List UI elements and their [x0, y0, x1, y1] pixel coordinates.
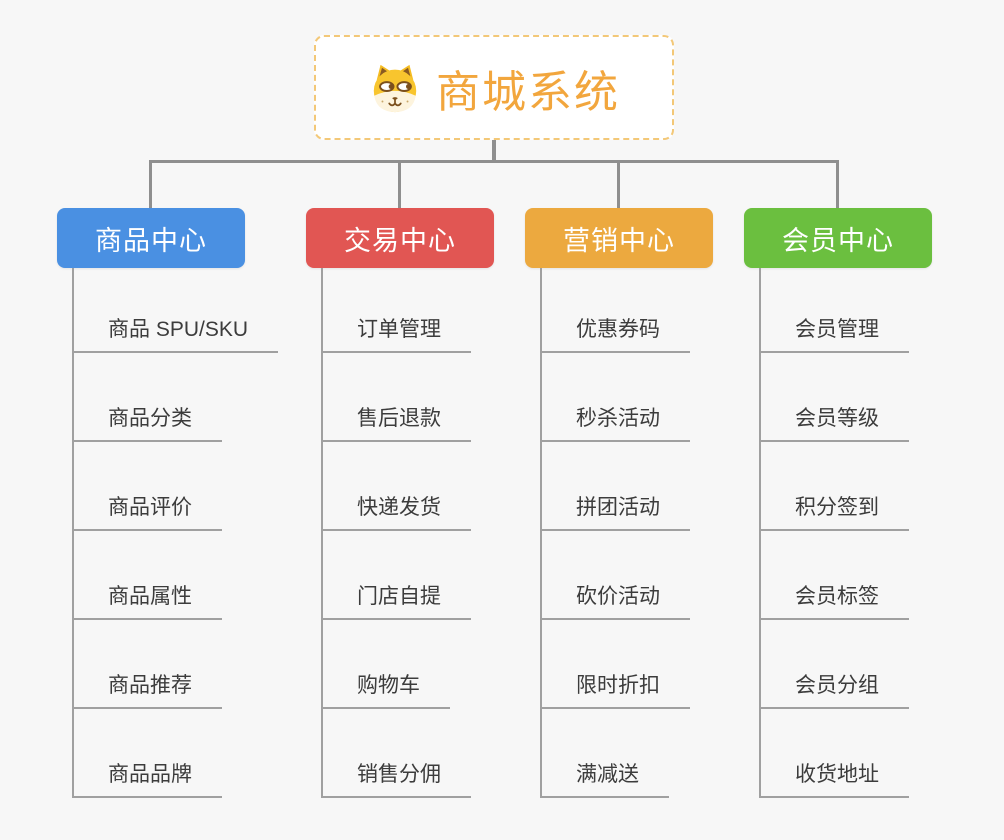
child-node-label[interactable]: 会员分组 [761, 669, 909, 709]
child-node: 订单管理 [323, 268, 556, 353]
branch-children-member: 会员管理 会员等级 积分签到 会员标签 会员分组 收货地址 [759, 268, 994, 798]
child-node-label[interactable]: 优惠券码 [542, 313, 690, 353]
child-node: 会员等级 [761, 353, 994, 442]
child-node: 门店自提 [323, 531, 556, 620]
branch-children-trade: 订单管理 售后退款 快递发货 门店自提 购物车 销售分佣 [321, 268, 556, 798]
child-node-label[interactable]: 购物车 [323, 669, 450, 709]
child-node-label[interactable]: 商品分类 [74, 402, 222, 442]
branch-node-member-center[interactable]: 会员中心 [744, 208, 932, 268]
branch-node-product-center[interactable]: 商品中心 [57, 208, 245, 268]
child-node-label[interactable]: 砍价活动 [542, 580, 690, 620]
branch-node-marketing-center[interactable]: 营销中心 [525, 208, 713, 268]
connector-drop-trade [398, 160, 401, 208]
connector-root-stem [492, 140, 496, 163]
child-node-label[interactable]: 拼团活动 [542, 491, 690, 531]
connector-drop-marketing [617, 160, 620, 208]
child-node: 购物车 [323, 620, 556, 709]
child-node-label[interactable]: 商品品牌 [74, 758, 222, 798]
child-node-label[interactable]: 商品属性 [74, 580, 222, 620]
child-node: 积分签到 [761, 442, 994, 531]
branch-label: 营销中心 [563, 225, 675, 256]
branch-label: 交易中心 [344, 225, 456, 256]
child-node-label[interactable]: 会员标签 [761, 580, 909, 620]
child-node: 拼团活动 [542, 442, 775, 531]
child-node-label[interactable]: 满减送 [542, 758, 669, 798]
child-node: 商品属性 [74, 531, 307, 620]
branch-children-marketing: 优惠券码 秒杀活动 拼团活动 砍价活动 限时折扣 满减送 [540, 268, 775, 798]
root-node[interactable]: 商城系统 [314, 35, 674, 140]
child-node: 商品分类 [74, 353, 307, 442]
child-node: 商品品牌 [74, 709, 307, 798]
branch-column-member: 会员中心 会员管理 会员等级 积分签到 会员标签 会员分组 收货地址 [744, 208, 994, 798]
child-node: 商品评价 [74, 442, 307, 531]
branch-column-product: 商品中心 商品 SPU/SKU 商品分类 商品评价 商品属性 商品推荐 商品品牌 [57, 208, 307, 798]
child-node: 秒杀活动 [542, 353, 775, 442]
child-node-label[interactable]: 商品推荐 [74, 669, 222, 709]
child-node: 会员标签 [761, 531, 994, 620]
child-node: 优惠券码 [542, 268, 775, 353]
child-node: 砍价活动 [542, 531, 775, 620]
branch-children-product: 商品 SPU/SKU 商品分类 商品评价 商品属性 商品推荐 商品品牌 [72, 268, 307, 798]
child-node: 售后退款 [323, 353, 556, 442]
child-node-label[interactable]: 快递发货 [323, 491, 471, 531]
child-node: 满减送 [542, 709, 775, 798]
branch-label: 商品中心 [95, 225, 207, 256]
connector-bus [149, 160, 839, 163]
child-node-label[interactable]: 商品评价 [74, 491, 222, 531]
branch-column-marketing: 营销中心 优惠券码 秒杀活动 拼团活动 砍价活动 限时折扣 满减送 [525, 208, 775, 798]
child-node: 快递发货 [323, 442, 556, 531]
connector-drop-product [149, 160, 152, 208]
child-node-label[interactable]: 门店自提 [323, 580, 471, 620]
child-node: 收货地址 [761, 709, 994, 798]
branch-node-trade-center[interactable]: 交易中心 [306, 208, 494, 268]
child-node-label[interactable]: 限时折扣 [542, 669, 690, 709]
child-node: 限时折扣 [542, 620, 775, 709]
shiba-dog-icon [373, 64, 417, 112]
child-node-label[interactable]: 订单管理 [323, 313, 471, 353]
child-node: 会员分组 [761, 620, 994, 709]
root-title: 商城系统 [436, 67, 620, 117]
child-node: 销售分佣 [323, 709, 556, 798]
child-node-label[interactable]: 销售分佣 [323, 758, 471, 798]
child-node: 商品 SPU/SKU [74, 268, 307, 353]
child-node-label[interactable]: 收货地址 [761, 758, 909, 798]
child-node-label[interactable]: 秒杀活动 [542, 402, 690, 442]
branch-label: 会员中心 [782, 225, 894, 256]
child-node-label[interactable]: 会员等级 [761, 402, 909, 442]
child-node-label[interactable]: 积分签到 [761, 491, 909, 531]
branch-column-trade: 交易中心 订单管理 售后退款 快递发货 门店自提 购物车 销售分佣 [306, 208, 556, 798]
child-node-label[interactable]: 商品 SPU/SKU [74, 313, 279, 353]
child-node-label[interactable]: 会员管理 [761, 313, 909, 353]
connector-drop-member [836, 160, 839, 208]
child-node-label[interactable]: 售后退款 [323, 402, 471, 442]
child-node: 会员管理 [761, 268, 994, 353]
child-node: 商品推荐 [74, 620, 307, 709]
